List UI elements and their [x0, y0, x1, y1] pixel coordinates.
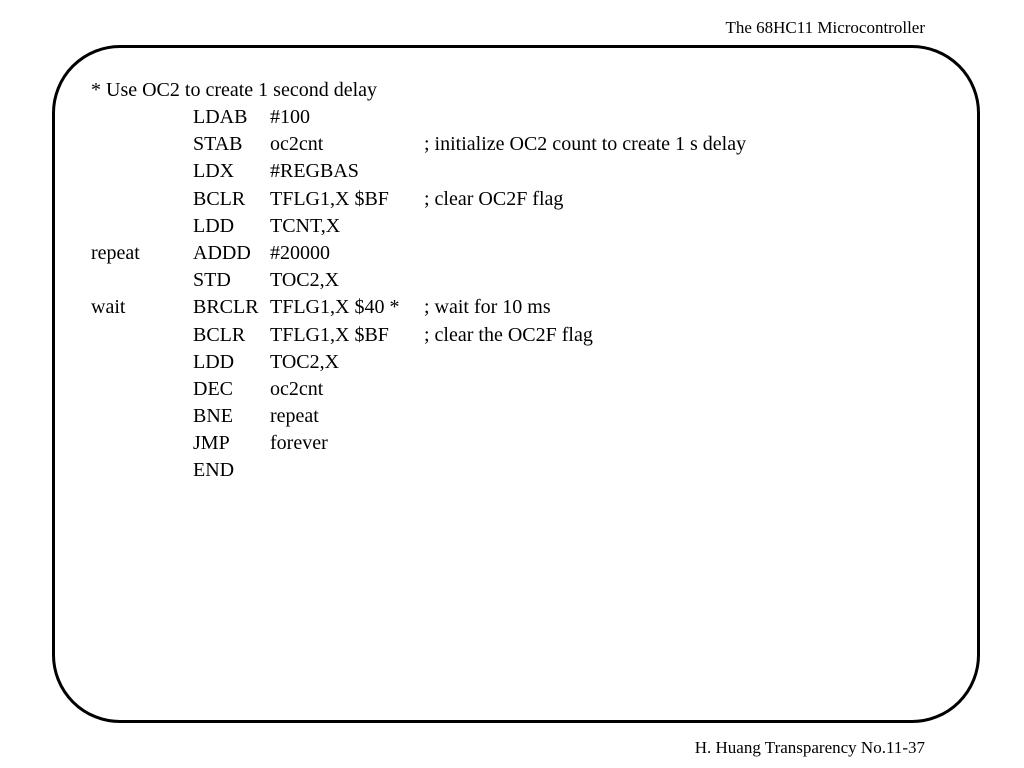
code-operand: #20000 — [270, 241, 330, 264]
code-operand: oc2cnt — [270, 133, 324, 156]
code-operand: forever — [270, 432, 328, 455]
code-operand: repeat — [270, 405, 319, 428]
slide-footer-transparency-number: H. Huang Transparency No.11-37 — [694, 738, 925, 757]
code-title-comment: * Use OC2 to create 1 second delay — [91, 79, 378, 101]
code-opcode: STD — [193, 269, 231, 292]
code-comment: ; initialize OC2 count to create 1 s del… — [424, 133, 747, 156]
code-opcode: LDX — [193, 160, 235, 183]
code-opcode: END — [193, 459, 235, 482]
slide-header-title: The 68HC11 Microcontroller — [725, 18, 925, 37]
code-operand: #REGBAS — [270, 160, 359, 183]
code-opcode: ADDD — [193, 241, 251, 264]
code-comment: ; clear the OC2F flag — [424, 323, 593, 346]
code-operand: TFLG1,X $40 * — [270, 296, 400, 319]
code-operand: TFLG1,X $BF — [270, 187, 389, 210]
code-opcode: BNE — [193, 405, 233, 428]
code-opcode: DEC — [193, 377, 233, 400]
code-opcode: STAB — [193, 133, 243, 156]
code-opcode: LDAB — [193, 106, 248, 128]
code-opcode: BCLR — [193, 187, 246, 210]
code-label: repeat — [91, 241, 140, 264]
code-operand: TFLG1,X $BF — [270, 323, 389, 346]
code-opcode: LDD — [193, 350, 235, 373]
code-operand: TOC2,X — [270, 350, 340, 373]
code-label: wait — [91, 296, 126, 319]
content-frame — [52, 45, 980, 723]
code-operand: oc2cnt — [270, 377, 324, 400]
code-operand: TCNT,X — [270, 214, 341, 237]
code-operand: TOC2,X — [270, 269, 340, 292]
code-opcode: LDD — [193, 214, 235, 237]
code-opcode: BRCLR — [193, 296, 259, 319]
code-operand: #100 — [270, 106, 310, 128]
code-comment: ; clear OC2F flag — [424, 187, 564, 210]
code-comment: ; wait for 10 ms — [424, 296, 551, 319]
code-opcode: JMP — [193, 432, 230, 455]
code-opcode: BCLR — [193, 323, 246, 346]
